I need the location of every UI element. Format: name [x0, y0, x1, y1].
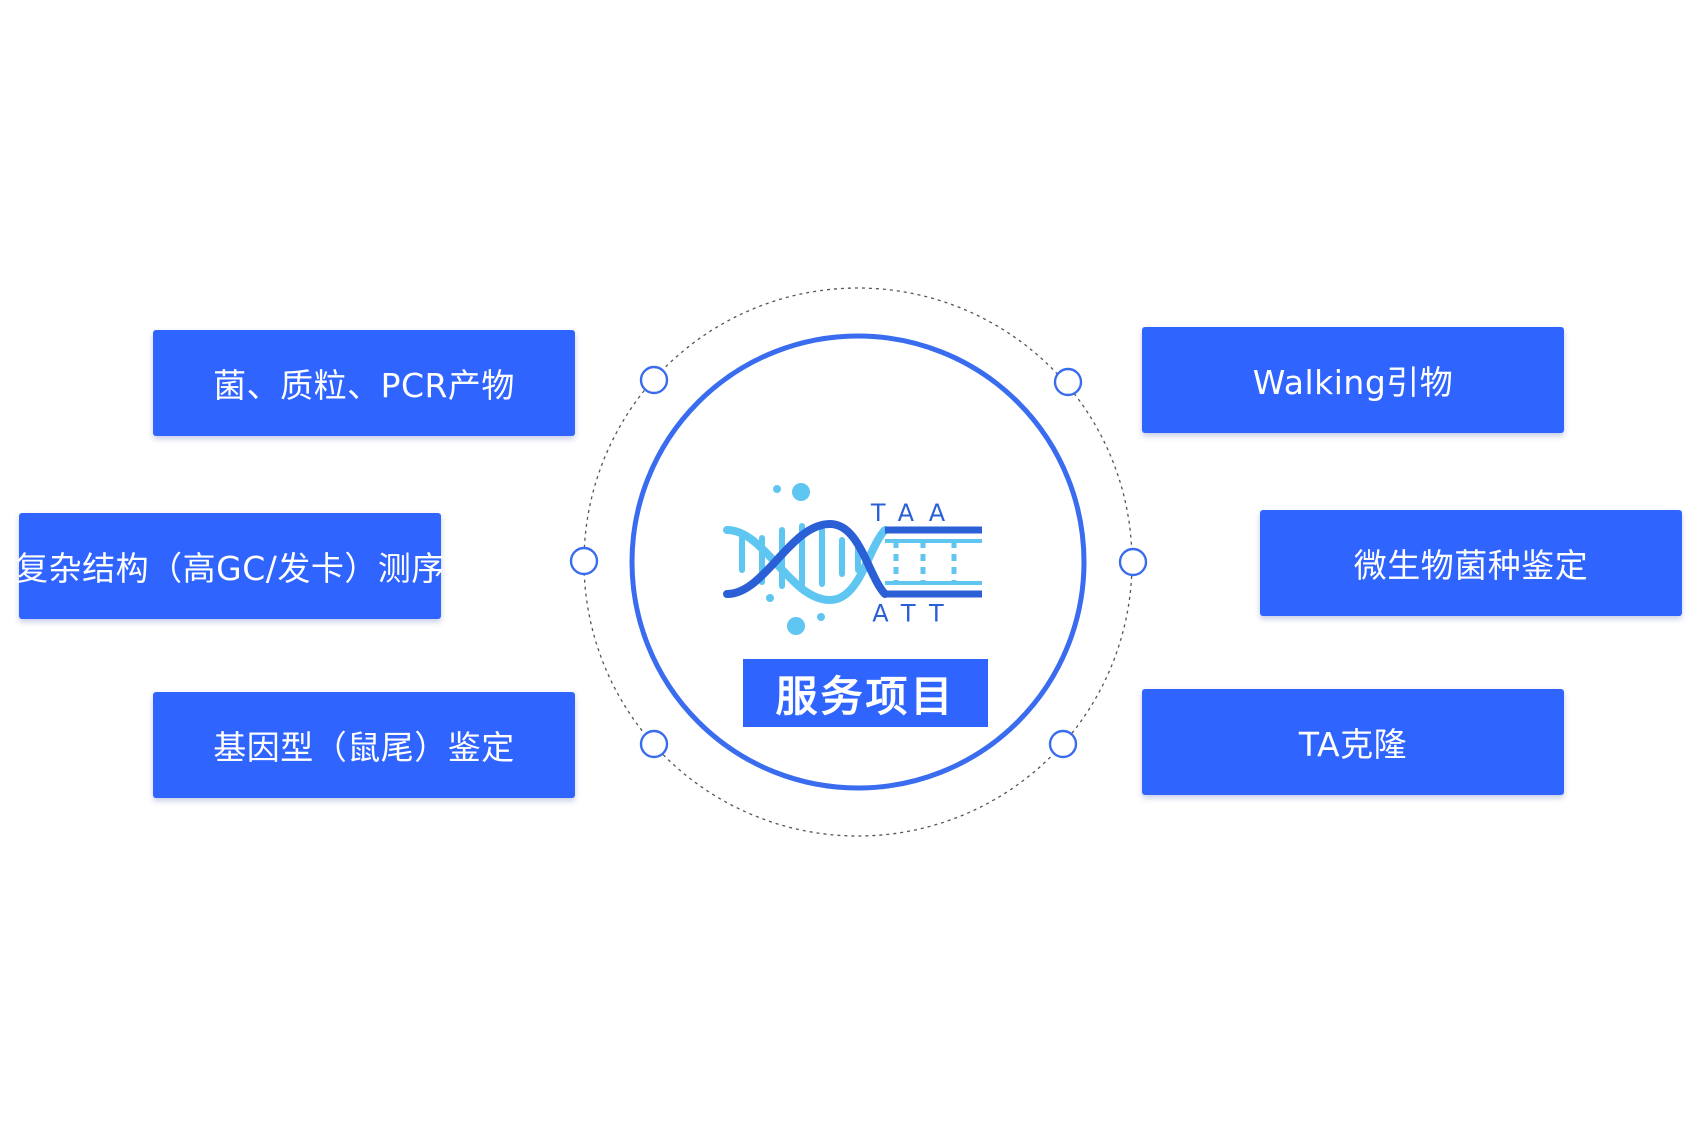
- dna-icon: TAA ATT: [723, 483, 982, 635]
- connector-node: [1053, 367, 1083, 397]
- connector-node: [1048, 729, 1078, 759]
- center-title: 服务项目: [743, 659, 988, 727]
- service-complex-structure-sequencing[interactable]: 复杂结构（高GC/发卡）测序: [15, 513, 444, 619]
- service-walking-primer[interactable]: Walking引物: [1142, 327, 1564, 433]
- service-genotyping-mouse-tail[interactable]: 基因型（鼠尾）鉴定: [153, 692, 575, 798]
- dna-top-letters: TAA: [870, 499, 959, 527]
- connector-node: [1118, 547, 1148, 577]
- connector-node: [569, 546, 599, 576]
- service-ta-cloning[interactable]: TA克隆: [1142, 689, 1564, 795]
- service-microbial-strain-identification[interactable]: 微生物菌种鉴定: [1260, 510, 1682, 616]
- connector-node: [639, 729, 669, 759]
- service-bacteria-plasmid-pcr[interactable]: 菌、质粒、PCR产物: [153, 330, 575, 436]
- dna-bottom-letters: ATT: [872, 600, 957, 628]
- connector-node: [639, 365, 669, 395]
